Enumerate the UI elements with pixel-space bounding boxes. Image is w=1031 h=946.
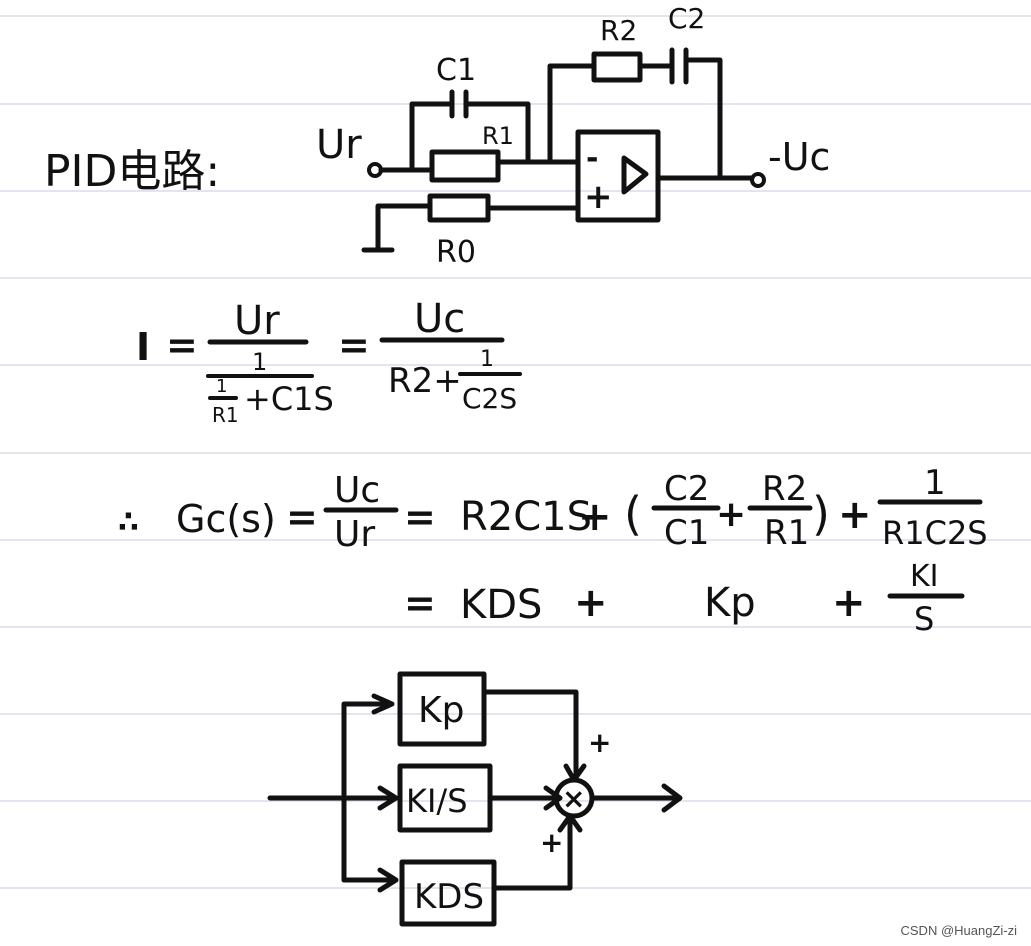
output-terminal	[750, 172, 766, 188]
resistor-r2	[591, 51, 643, 83]
plus-2: +	[838, 492, 872, 538]
transfer-lhs: Gc(s)	[176, 497, 276, 541]
frac2-numerator: Uc	[414, 296, 465, 342]
gains-eq: =	[404, 581, 436, 625]
summing-symbol: ×	[562, 782, 585, 815]
capacitor-c2	[669, 47, 689, 85]
c1-branch-left-wire	[409, 101, 455, 173]
frac1-inner-denominator: R1	[212, 403, 239, 427]
equation-gains: = KDS + Kp + KI S	[404, 559, 965, 638]
equation-current: I = Ur 1 1 R1 +C1S = Uc R2+ 1 C2S	[136, 296, 522, 427]
f2-denominator: R1	[764, 513, 809, 553]
r0-label: R0	[436, 235, 476, 270]
eq-current-eq1: =	[166, 323, 198, 367]
ratio-numerator: Uc	[334, 470, 380, 511]
ratio-denominator: Ur	[334, 514, 375, 555]
c2-label: C2	[668, 2, 705, 35]
sign-bottom: +	[540, 826, 563, 859]
ki-numerator: KI	[910, 559, 939, 594]
inner-plus: +	[716, 494, 746, 535]
gains-plus-2: +	[832, 580, 866, 626]
input-label: Ur	[316, 122, 362, 168]
block-kp	[397, 671, 487, 747]
block-ki-label: KI/S	[406, 782, 468, 820]
sign-top: +	[588, 726, 611, 759]
bd-output-arrow	[661, 783, 683, 813]
bd-arrow-sum-mid	[543, 785, 563, 811]
resistor-r1	[429, 149, 501, 183]
watermark: CSDN @HuangZi-zi	[900, 923, 1018, 938]
bd-arrow-d	[377, 867, 399, 893]
bd-split-line	[341, 701, 387, 883]
term-kp: Kp	[704, 580, 756, 626]
transfer-eq2: =	[404, 495, 436, 539]
therefore-symbol: ∴	[118, 505, 139, 540]
gains-plus-1: +	[574, 580, 608, 626]
feedback-left-wire	[547, 63, 597, 165]
paren-close: )	[812, 487, 830, 541]
op-amp-plus: +	[584, 177, 613, 217]
op-amp-minus: -	[586, 141, 598, 176]
f2-numerator: R2	[762, 469, 807, 509]
output-label: -Uc	[768, 135, 830, 179]
plus-1: +	[578, 494, 612, 540]
frac1-den-numerator: 1	[252, 348, 267, 376]
eq-current-lhs: I	[136, 325, 150, 369]
c1-label: C1	[436, 53, 476, 88]
term-r2c1s: R2C1S	[460, 494, 592, 540]
f1-denominator: C1	[664, 513, 709, 553]
block-kp-label: Kp	[418, 690, 464, 731]
bd-kp-to-sum	[481, 689, 579, 781]
frac2-sub-denominator: C2S	[462, 382, 517, 415]
f1-numerator: C2	[664, 469, 709, 509]
r2-label: R2	[600, 14, 637, 47]
bd-arrow-i	[377, 785, 399, 811]
pid-circuit: Ur C1 R1 R2 C2 - + -Uc R0	[316, 2, 830, 270]
block-kds	[399, 859, 497, 927]
block-kds-label: KDS	[414, 877, 484, 917]
f3-denominator: R1C2S	[882, 514, 988, 552]
equation-transfer: ∴ Gc(s) = Uc Ur = R2C1S + ( C2 C1 + R2 R…	[118, 463, 988, 555]
frac2-den-head: R2+	[388, 361, 462, 401]
bd-kds-to-sum	[491, 815, 573, 891]
pid-block-diagram: Kp KI/S KDS × + +	[267, 671, 683, 927]
op-amp-triangle	[621, 155, 649, 195]
ruled-lines	[0, 15, 1031, 889]
heading-text: PID电路:	[44, 146, 220, 197]
bd-arrow-p	[371, 693, 395, 715]
frac1-den-tail: +C1S	[244, 380, 334, 418]
r1-label: R1	[482, 122, 514, 150]
feedback-right-wire	[683, 57, 723, 181]
eq-current-eq2: =	[338, 323, 370, 367]
term-kds: KDS	[460, 582, 542, 628]
f3-numerator: 1	[924, 463, 946, 503]
resistor-r0	[427, 193, 491, 223]
ki-denominator: S	[914, 600, 934, 638]
frac2-sub-numerator: 1	[480, 347, 494, 372]
transfer-eq1: =	[286, 495, 318, 539]
frac1-numerator: Ur	[234, 298, 280, 344]
paren-open: (	[624, 487, 642, 541]
frac1-inner-numerator: 1	[216, 376, 227, 397]
ground-wire	[375, 203, 433, 253]
c1-branch-right-wire	[463, 101, 531, 163]
